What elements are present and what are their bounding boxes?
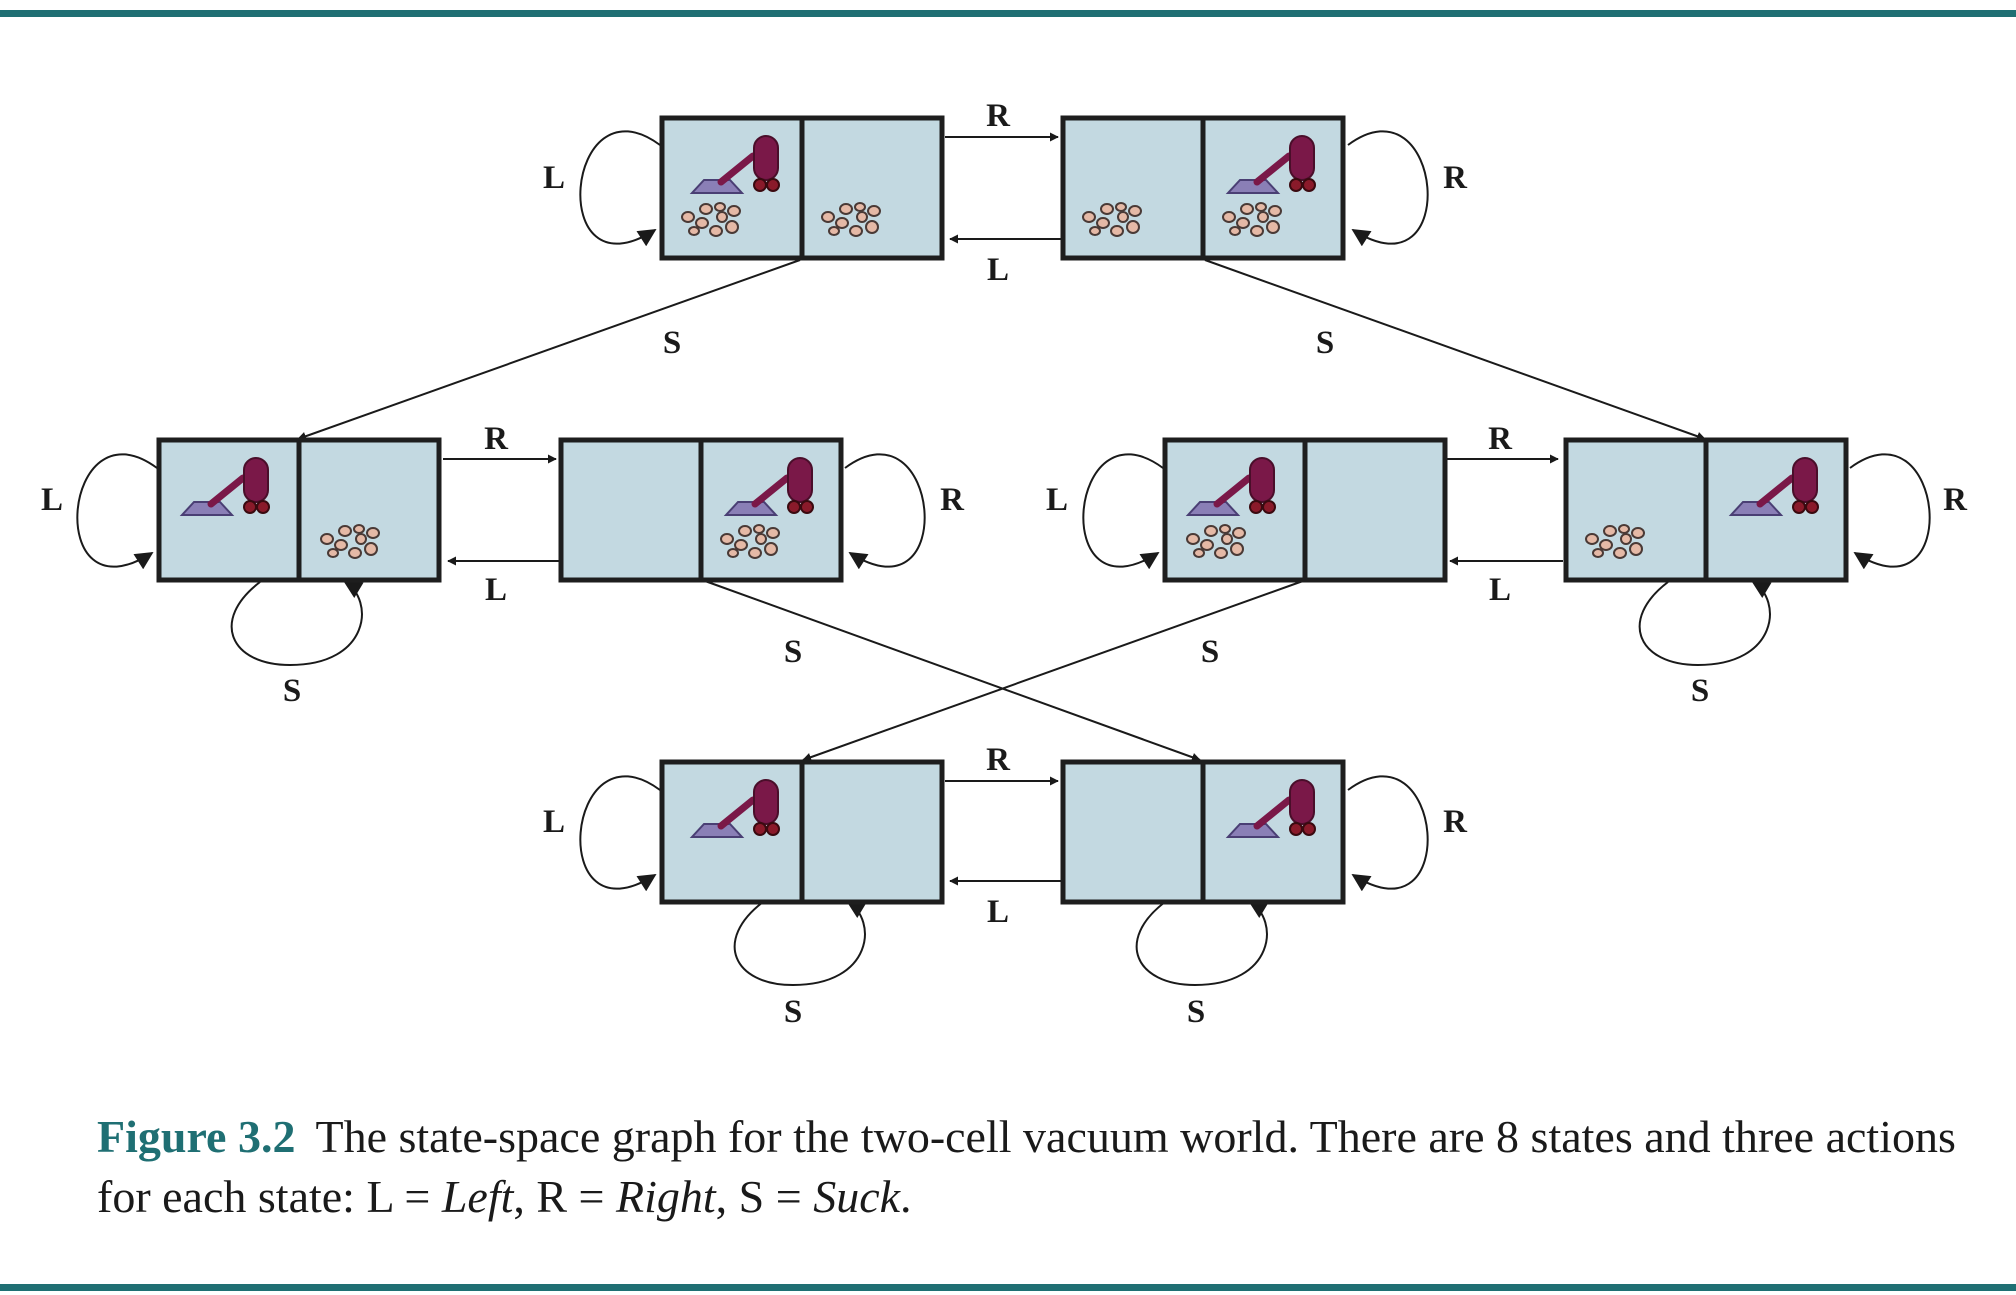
state-6	[558, 437, 844, 583]
label-s: S	[1201, 634, 1219, 670]
caption-suck-term: Suck	[813, 1171, 901, 1222]
bottom-rule	[0, 1284, 2016, 1291]
loop-5-suck	[230, 581, 364, 667]
label-s: S	[283, 673, 301, 709]
state-5	[156, 437, 442, 583]
state-3	[1162, 437, 1448, 583]
caption-end: .	[900, 1171, 912, 1222]
state-4	[1563, 437, 1849, 583]
label-s: S	[1691, 673, 1709, 709]
self-loops	[76, 130, 1931, 987]
state-2	[1060, 115, 1346, 261]
action-labels: R L L R S S R L L R S R L L R S S S R L …	[41, 98, 1968, 1030]
label-s: S	[784, 634, 802, 670]
caption-sep: , S =	[715, 1171, 814, 1222]
label-r: R	[1443, 804, 1468, 840]
label-l: L	[1046, 482, 1068, 518]
caption-sep: , R =	[513, 1171, 616, 1222]
arrow-2-to-4	[1204, 259, 1706, 441]
arrow-1-to-5	[297, 259, 801, 441]
top-rule	[0, 10, 2016, 17]
figure-label: Figure 3.2	[97, 1111, 296, 1162]
loop-4-suck	[1638, 581, 1772, 667]
caption-right-term: Right	[616, 1171, 716, 1222]
label-r: R	[986, 742, 1011, 778]
label-r: R	[484, 421, 509, 457]
state-1	[659, 115, 945, 261]
label-l: L	[485, 572, 507, 608]
loop-4-right	[1849, 453, 1931, 570]
loop-5-left	[76, 453, 158, 570]
arrow-3-to-7	[802, 580, 1304, 762]
label-l: L	[41, 482, 63, 518]
label-s: S	[663, 325, 681, 361]
label-r: R	[940, 482, 965, 518]
loop-7-suck	[733, 901, 867, 987]
caption-text: The state-space graph for the two-cell v…	[97, 1111, 1956, 1222]
caption-left-term: Left	[441, 1171, 514, 1222]
loop-7-left	[579, 775, 661, 892]
label-s: S	[1187, 994, 1205, 1030]
label-l: L	[1489, 572, 1511, 608]
arrow-6-to-8	[704, 580, 1201, 762]
loop-1-left	[579, 130, 661, 247]
loop-3-left	[1082, 453, 1164, 570]
loop-2-right	[1347, 130, 1429, 247]
loop-8-suck	[1135, 901, 1269, 987]
label-l: L	[543, 160, 565, 196]
label-r: R	[986, 98, 1011, 134]
transition-arrows	[297, 132, 1706, 886]
loop-8-right	[1347, 775, 1429, 892]
label-r: R	[1488, 421, 1513, 457]
label-r: R	[1443, 160, 1468, 196]
state-7	[659, 759, 945, 905]
label-s: S	[784, 994, 802, 1030]
label-l: L	[543, 804, 565, 840]
state-8	[1060, 759, 1346, 905]
label-l: L	[987, 252, 1009, 288]
state-space-graph: R L L R S S R L L R S R L L R S S S R L …	[41, 98, 1968, 1030]
label-r: R	[1943, 482, 1968, 518]
label-s: S	[1316, 325, 1334, 361]
loop-6-right	[844, 453, 926, 570]
label-l: L	[987, 894, 1009, 930]
